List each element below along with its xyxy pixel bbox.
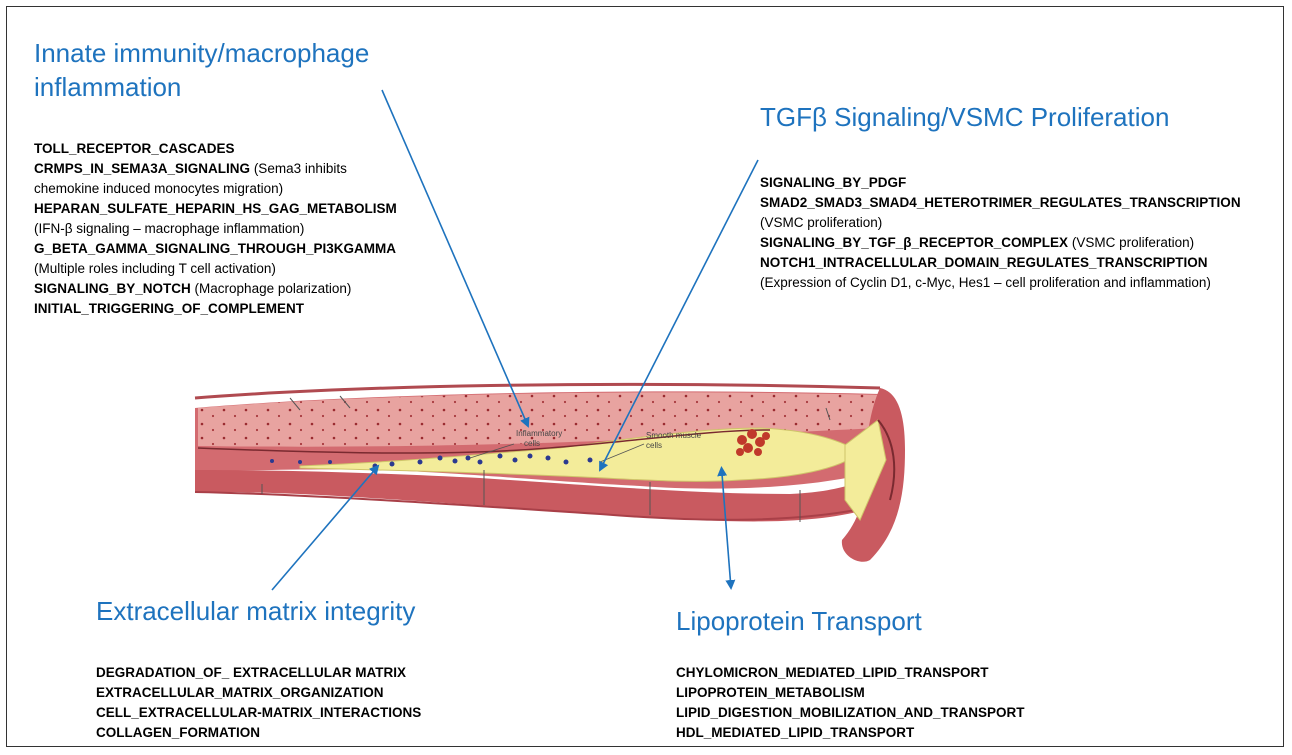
list-item: SIGNALING_BY_NOTCH (Macrophage polarizat… — [34, 279, 397, 299]
tgfb-signaling-title: TGFβ Signaling/VSMC Proliferation — [760, 100, 1169, 134]
list-item: (Multiple roles including T cell activat… — [34, 259, 397, 279]
list-item: INITIAL_TRIGGERING_OF_COMPLEMENT — [34, 299, 397, 319]
list-item: (Expression of Cyclin D1, c-Myc, Hes1 – … — [760, 273, 1241, 293]
list-item: HDL_MEDIATED_LIPID_TRANSPORT — [676, 723, 1025, 743]
tgfb-signaling-list: SIGNALING_BY_PDGF SMAD2_SMAD3_SMAD4_HETE… — [760, 173, 1241, 293]
innate-immunity-title: Innate immunity/macrophage inflammation — [34, 36, 369, 104]
lipoprotein-transport-list: CHYLOMICRON_MEDIATED_LIPID_TRANSPORT LIP… — [676, 663, 1025, 743]
list-item: HEPARAN_SULFATE_HEPARIN_HS_GAG_METABOLIS… — [34, 199, 397, 219]
list-item: chemokine induced monocytes migration) — [34, 179, 397, 199]
inflammatory-cells-label-2: cells — [524, 439, 540, 448]
list-item: SMAD2_SMAD3_SMAD4_HETEROTRIMER_REGULATES… — [760, 193, 1241, 213]
list-item: (IFN-β signaling – macrophage inflammati… — [34, 219, 397, 239]
list-item: SIGNALING_BY_PDGF — [760, 173, 1241, 193]
arrow-innate-immunity — [382, 90, 528, 426]
list-item: LIPID_DIGESTION_MOBILIZATION_AND_TRANSPO… — [676, 703, 1025, 723]
list-item: TOLL_RECEPTOR_CASCADES — [34, 139, 397, 159]
list-item: DEGRADATION_OF_ EXTRACELLULAR MATRIX — [96, 663, 421, 683]
arrow-lipoprotein-transport — [722, 474, 731, 588]
list-item: CRMPS_IN_SEMA3A_SIGNALING (Sema3 inhibit… — [34, 159, 397, 179]
lipoprotein-transport-title: Lipoprotein Transport — [676, 604, 922, 638]
list-item: COLLAGEN_FORMATION — [96, 723, 421, 743]
inflammatory-cells-label-1: Inflammatory — [516, 429, 562, 438]
smooth-muscle-label-2: cells — [646, 441, 662, 450]
extracellular-matrix-title: Extracellular matrix integrity — [96, 594, 415, 628]
list-item: SIGNALING_BY_TGF_β_RECEPTOR_COMPLEX (VSM… — [760, 233, 1241, 253]
list-item: G_BETA_GAMMA_SIGNALING_THROUGH_PI3KGAMMA — [34, 239, 397, 259]
smooth-muscle-label-1: Smooth muscle — [646, 431, 702, 440]
extracellular-matrix-list: DEGRADATION_OF_ EXTRACELLULAR MATRIX EXT… — [96, 663, 421, 743]
list-item: CHYLOMICRON_MEDIATED_LIPID_TRANSPORT — [676, 663, 1025, 683]
list-item: LIPOPROTEIN_METABOLISM — [676, 683, 1025, 703]
innate-immunity-title-line-1: Innate immunity/macrophage — [34, 36, 369, 70]
list-item: CELL_EXTRACELLULAR-MATRIX_INTERACTIONS — [96, 703, 421, 723]
innate-immunity-list: TOLL_RECEPTOR_CASCADES CRMPS_IN_SEMA3A_S… — [34, 139, 397, 319]
list-item: (VSMC proliferation) — [760, 213, 1241, 233]
list-item: NOTCH1_INTRACELLULAR_DOMAIN_REGULATES_TR… — [760, 253, 1241, 273]
list-item: EXTRACELLULAR_MATRIX_ORGANIZATION — [96, 683, 421, 703]
innate-immunity-title-line-2: inflammation — [34, 70, 369, 104]
